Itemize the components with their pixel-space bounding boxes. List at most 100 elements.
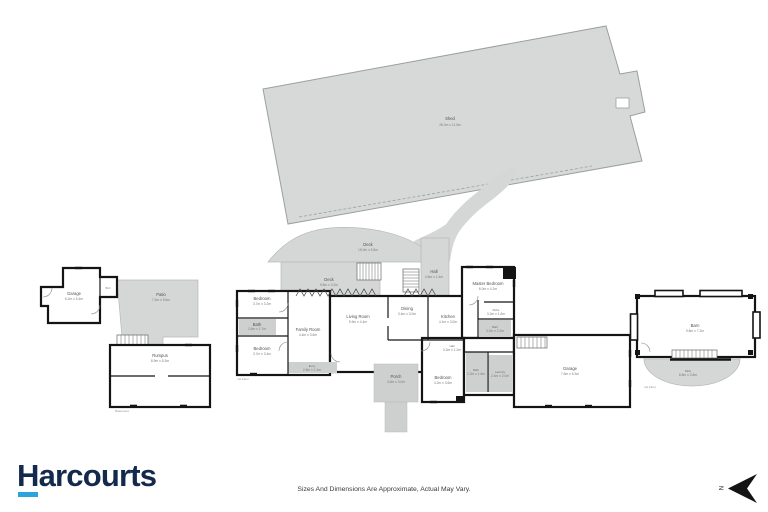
room-label-rumpus: Rumpus: [152, 353, 168, 358]
room-label-hall-upper: Hall: [430, 269, 437, 274]
garage-stairs: [516, 336, 548, 349]
wall-block: [456, 396, 463, 402]
room-dims-bedroom2: 3.7m x 3.4m: [253, 352, 271, 356]
room-dims-bath3: 2.2m x 1.6m: [467, 372, 485, 376]
bath1-area: [239, 319, 276, 335]
entry-area: [288, 362, 337, 373]
room-label-wc: W.C: [105, 286, 110, 290]
path-narrow: [413, 167, 518, 249]
shed-outline: [262, 25, 646, 225]
door-arcs: [278, 295, 479, 363]
room-dims-porch: 3.6m x 3.0m: [387, 380, 405, 384]
room-dims-bedroom1: 3.7m x 3.2m: [253, 302, 271, 306]
room-label-patio-left: Patio: [156, 292, 166, 297]
sleepout-building: Rumpus 8.9m x 5.3m Basement: [108, 334, 212, 413]
room-dims-hall-upper: 4.6m x 1.4m: [425, 275, 443, 279]
room-dims-garage-main: 7.6m x 6.3m: [561, 372, 579, 376]
room-dims-deck-lower: 9.6m x 3.2m: [320, 283, 338, 287]
bath3-area: [466, 352, 487, 392]
room-dims-rumpus: 8.9m x 5.3m: [151, 359, 169, 363]
caption-main-house: 1st Floor: [237, 377, 249, 381]
barn-patio-shape: [643, 358, 741, 387]
harcourts-logo-underline: [18, 492, 38, 497]
shed-fence-line: [298, 165, 593, 218]
shed-door: [615, 97, 630, 109]
door-arc: [90, 304, 101, 315]
window: [180, 404, 187, 408]
disclaimer-text: Sizes And Dimensions Are Approximate, Ac…: [297, 486, 471, 493]
shed-building: Shed 26.0m x 11.5m: [262, 25, 646, 225]
room-label-entry: Entry: [309, 364, 316, 368]
room-dims-shed: 26.0m x 11.5m: [439, 123, 461, 127]
room-label-bath2: Bath: [492, 325, 498, 329]
room-dims-living: 5.9m x 4.4m: [349, 320, 367, 324]
barn-bay-top-left: [654, 289, 684, 298]
harcourts-logo: Harcourts: [17, 458, 157, 493]
room-dims-master: 6.0m x 4.2m: [479, 287, 497, 291]
room-dims-patio-right: 8.8m x 2.8m: [679, 373, 697, 377]
window: [75, 266, 82, 270]
fireplace-block: [503, 267, 516, 279]
barn-corner-blocks: [635, 294, 753, 355]
room-label-bedroom3: Bedroom: [435, 375, 453, 380]
room-dims-barn: 9.8m x 7.2m: [686, 329, 704, 333]
room-label-deck-lower: Deck: [324, 277, 334, 282]
bifold-doors: [295, 288, 377, 297]
left-garage-building: Garage 6.2m x 5.4m W.C: [39, 266, 119, 325]
room-dims-robe: 3.2m x 1.6m: [487, 312, 505, 316]
main-house: Bedroom 3.7m x 3.2m Bath 2.6m x 1.7m Bed…: [235, 265, 632, 433]
room-dims-entry: 2.8m x 1.4m: [303, 368, 321, 372]
room-label-family: Family Room: [296, 327, 321, 332]
barn-building: Barn 9.8m x 7.2m Patio 8.8m x 2.8m 1st F…: [629, 289, 761, 389]
room-dims-dining: 3.4m x 3.0m: [398, 312, 416, 316]
room-label-bedroom1: Bedroom: [254, 296, 272, 301]
room-dims-patio-left: 7.4m x 5.6m: [152, 298, 170, 302]
room-label-garage-main: Garage: [563, 366, 578, 371]
caption-right-building: 1st Floor: [644, 385, 656, 389]
deck-areas: Deck 15.0m x 5.8m Deck 9.6m x 3.2m Hall …: [267, 227, 450, 297]
room-label-robe: Robe: [493, 308, 500, 312]
room-dims-deck-upper: 15.0m x 5.8m: [358, 248, 378, 252]
room-label-shed: Shed: [445, 116, 455, 121]
room-dims-kitchen: 4.1m x 3.0m: [439, 320, 457, 324]
room-dims-garage-left: 6.2m x 5.4m: [65, 297, 83, 301]
room-label-master: Master Bedroom: [473, 281, 504, 286]
north-compass-icon: N: [717, 474, 757, 503]
room-label-hall-mid: Hall: [450, 344, 455, 348]
room-dims-bedroom3: 4.2m x 3.6m: [434, 381, 452, 385]
porch-area: [373, 363, 419, 403]
sleepout-stairs: [116, 334, 149, 346]
north-label: N: [717, 486, 723, 490]
room-dims-bath2: 3.2m x 2.2m: [486, 329, 504, 333]
room-label-bedroom2: Bedroom: [254, 346, 272, 351]
room-label-barn: Barn: [691, 323, 701, 328]
deck-stairs: [356, 262, 382, 281]
room-label-patio-right: Patio: [685, 369, 692, 373]
house-windows: [235, 265, 632, 408]
barn-bay-right: [752, 311, 761, 339]
north-arrow-icon: [728, 474, 757, 503]
partition-walls: [237, 291, 514, 392]
deck-upper-shape: [267, 227, 430, 263]
room-dims-laundry: 2.4m x 2.0m: [491, 374, 509, 378]
barn-bay-left: [629, 313, 639, 341]
bath2-area: [479, 320, 511, 337]
room-label-porch: Porch: [391, 374, 403, 379]
hall-strip-shape: [420, 237, 450, 297]
room-label-kitchen: Kitchen: [441, 314, 456, 319]
room-label-laundry: Laundry: [495, 370, 506, 374]
room-label-bath3: Bath: [473, 368, 479, 372]
barn-bay-top-right: [699, 289, 743, 298]
bifold-doors: [403, 288, 437, 297]
room-label-bath1: Bath: [253, 322, 262, 327]
hall-stairs: [402, 268, 420, 293]
room-dims-family: 4.4m x 3.6m: [299, 333, 317, 337]
room-label-garage-left: Garage: [67, 291, 82, 296]
window: [185, 343, 192, 347]
room-label-dining: Dining: [401, 306, 414, 311]
room-dims-hall-mid: 3.2m x 1.2m: [443, 348, 461, 352]
room-label-living: Living Room: [346, 314, 370, 319]
caption-left-building: Basement: [115, 409, 129, 413]
